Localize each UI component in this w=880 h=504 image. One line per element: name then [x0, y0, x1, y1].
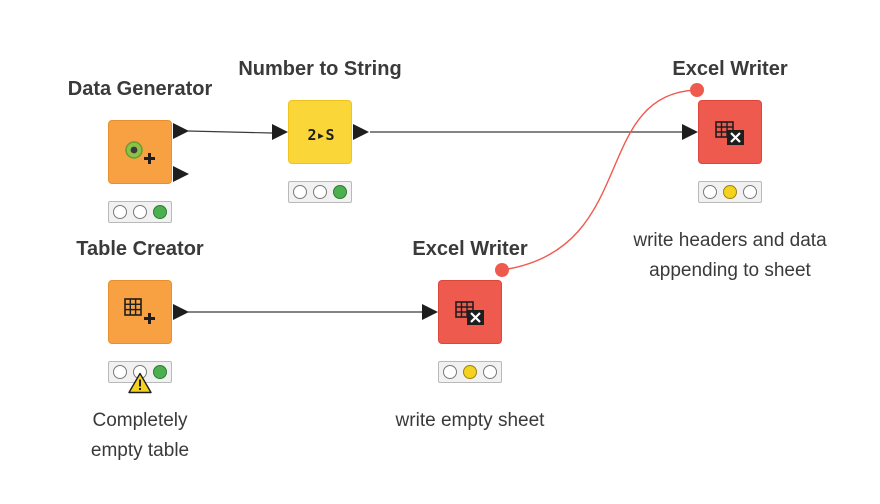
status-light-2 — [133, 205, 147, 219]
status-light-2 — [723, 185, 737, 199]
status-light-1 — [113, 205, 127, 219]
data-generator-icon — [125, 141, 155, 164]
status-table-creator — [108, 361, 172, 383]
excel-writer-icon — [715, 121, 744, 145]
status-number-to-string — [288, 181, 352, 203]
status-light-1 — [113, 365, 127, 379]
node-number-to-string[interactable]: 2▸S — [288, 100, 352, 164]
status-light-1 — [293, 185, 307, 199]
output-port-datagen-2[interactable] — [173, 166, 189, 182]
status-light-2 — [463, 365, 477, 379]
annotation-excel-writer-top: write headers and data appending to shee… — [633, 226, 826, 286]
flow-variable-port-out[interactable] — [495, 263, 509, 277]
status-light-3 — [153, 205, 167, 219]
connection-datagen-to-numtostring[interactable] — [187, 130, 273, 134]
flow-variable-port-in[interactable] — [690, 83, 704, 97]
node-data-generator[interactable] — [108, 120, 172, 184]
annotation-line-1: write headers and data — [633, 230, 827, 251]
annotation-table-creator: Completely empty table — [91, 406, 189, 466]
flow-variable-connection[interactable] — [501, 89, 697, 271]
status-light-2 — [313, 185, 327, 199]
output-port-numtostring[interactable] — [353, 124, 369, 140]
number-to-string-icon-text: 2▸S — [307, 126, 334, 144]
status-light-1 — [703, 185, 717, 199]
node-title-table-creator: Table Creator — [76, 238, 204, 260]
input-port-numtostring[interactable] — [272, 124, 288, 140]
status-excel-writer-top — [698, 181, 762, 203]
node-title-data-generator: Data Generator — [67, 78, 213, 100]
node-excel-writer-top[interactable] — [698, 100, 762, 164]
status-light-3 — [483, 365, 497, 379]
annotation-line-2: appending to sheet — [649, 260, 811, 281]
node-title-excel-writer-top: Excel Writer — [672, 58, 788, 80]
input-port-excelwriter-top[interactable] — [682, 124, 698, 140]
status-light-3 — [333, 185, 347, 199]
output-port-datagen-1[interactable] — [173, 123, 189, 139]
input-port-excelwriter-bottom[interactable] — [422, 304, 438, 320]
status-data-generator — [108, 201, 172, 223]
number-to-string-icon: 2▸S — [307, 126, 334, 144]
table-creator-icon — [124, 298, 155, 324]
annotation-line-1: write empty sheet — [395, 410, 545, 431]
output-port-tablecreator[interactable] — [173, 304, 189, 320]
status-light-3 — [743, 185, 757, 199]
node-title-excel-writer-bottom: Excel Writer — [412, 238, 528, 260]
node-table-creator[interactable] — [108, 280, 172, 344]
status-light-1 — [443, 365, 457, 379]
annotation-line-2: empty table — [90, 440, 190, 461]
status-light-3 — [153, 365, 167, 379]
annotation-excel-writer-bottom: write empty sheet — [396, 406, 545, 436]
node-excel-writer-bottom[interactable] — [438, 280, 502, 344]
status-excel-writer-bottom — [438, 361, 502, 383]
node-title-number-to-string: Number to String — [238, 58, 402, 80]
excel-writer-icon — [455, 301, 484, 325]
annotation-line-1: Completely — [92, 410, 188, 431]
warning-icon[interactable] — [128, 372, 152, 394]
